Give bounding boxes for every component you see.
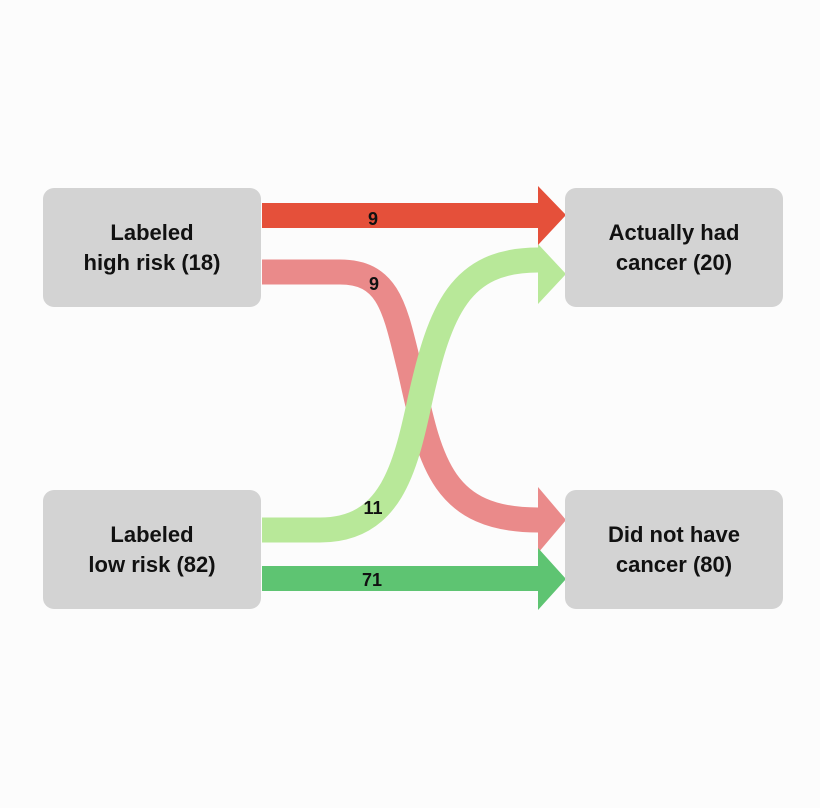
arrowhead-high-to-no-cancer [538, 487, 566, 553]
arrowhead-low-to-no-cancer [538, 548, 566, 610]
flow-high-to-cancer [262, 203, 538, 228]
arrowhead-low-to-cancer [538, 244, 566, 304]
node-low-risk: Labeled low risk (82) [43, 490, 261, 609]
node-no-cancer: Did not have cancer (80) [565, 490, 783, 609]
flow-value-high-to-cancer: 9 [368, 209, 378, 229]
arrowhead-high-to-cancer [538, 186, 566, 245]
flow-low-to-cancer [262, 247, 539, 543]
node-high-risk: Labeled high risk (18) [43, 188, 261, 307]
flow-value-low-to-cancer: 11 [363, 498, 382, 518]
flow-value-low-to-no-cancer: 71 [362, 570, 382, 590]
flow-value-high-to-no-cancer: 9 [369, 274, 379, 294]
node-had-cancer: Actually had cancer (20) [565, 188, 783, 307]
flow-low-to-no-cancer [262, 566, 538, 591]
flow-high-to-no-cancer [262, 259, 539, 533]
